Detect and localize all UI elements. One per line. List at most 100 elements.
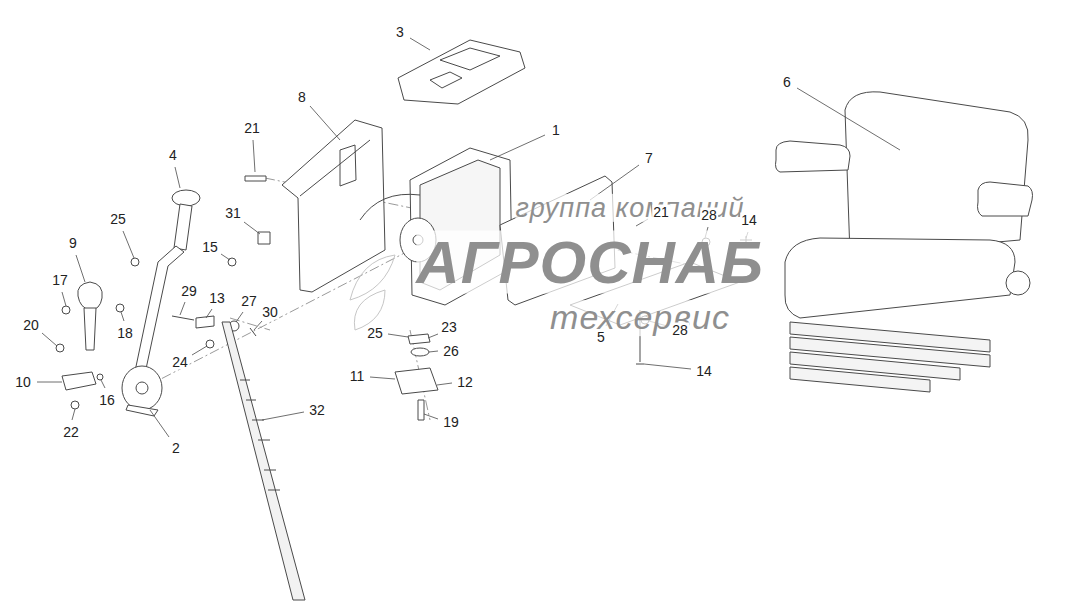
watermark-text: техсервис — [550, 300, 730, 336]
drawing-part — [244, 222, 260, 234]
drawing-part — [236, 312, 243, 322]
drawing-part — [418, 400, 424, 420]
drawing-part — [62, 306, 70, 314]
drawing-part — [790, 322, 990, 392]
drawing-part — [174, 204, 192, 250]
callout-number: 15 — [201, 240, 219, 255]
callout-number: 24 — [171, 355, 189, 370]
drawing-part — [196, 316, 214, 328]
drawing-part — [76, 255, 85, 282]
callout-number: 28 — [700, 208, 718, 223]
callout-number: 2 — [171, 441, 181, 456]
drawing-part — [62, 372, 96, 390]
drawing-part — [56, 344, 64, 352]
callout-number: 8 — [297, 90, 307, 105]
drawing-part — [253, 140, 255, 172]
callout-number: 21 — [652, 205, 670, 220]
drawing-part — [116, 304, 124, 312]
drawing-part — [360, 194, 420, 220]
drawing-part — [122, 366, 162, 410]
callout-number: 3 — [395, 25, 405, 40]
drawing-part — [175, 167, 180, 188]
callout-number: 14 — [740, 213, 758, 228]
drawing-part — [221, 254, 230, 260]
drawing-part — [408, 334, 430, 344]
drawing-part — [350, 255, 395, 330]
drawing-part — [1006, 271, 1030, 295]
callout-number: 28 — [671, 323, 689, 338]
drawing-part — [490, 135, 545, 160]
callout-number: 23 — [440, 320, 458, 335]
callout-number: 16 — [98, 393, 116, 408]
drawing-part — [150, 410, 169, 437]
drawing-part — [192, 346, 207, 355]
callout-number: 32 — [308, 403, 326, 418]
drawing-part — [785, 238, 1015, 318]
callout-number: 29 — [180, 284, 198, 299]
drawing-part — [37, 38, 1033, 600]
drawing-part — [644, 364, 691, 369]
callout-number: 13 — [208, 291, 226, 306]
callout-number: 21 — [243, 121, 261, 136]
drawing-part — [222, 322, 305, 600]
drawing-part — [411, 348, 429, 356]
drawing-part — [78, 282, 103, 310]
drawing-part — [262, 412, 304, 420]
drawing-part — [62, 292, 66, 306]
callout-number: 25 — [109, 212, 127, 227]
callout-number: 18 — [116, 326, 134, 341]
drawing-part — [370, 377, 395, 379]
drawing-part — [437, 383, 452, 385]
callout-number: 4 — [168, 148, 178, 163]
drawing-part — [123, 231, 134, 258]
drawing-part — [130, 245, 420, 395]
callout-number: 9 — [68, 236, 78, 251]
callout-number: 6 — [782, 75, 792, 90]
callout-number: 19 — [442, 415, 460, 430]
callout-number: 7 — [644, 151, 654, 166]
callout-number: 27 — [240, 294, 258, 309]
drawing-part — [206, 340, 214, 348]
callout-number: 12 — [456, 375, 474, 390]
drawing-part — [240, 380, 280, 490]
drawing-part — [845, 92, 1028, 255]
drawing-part — [37, 382, 62, 383]
callout-number: 26 — [442, 344, 460, 359]
drawing-part — [206, 309, 212, 318]
drawing-part — [254, 321, 262, 330]
drawing-part — [71, 401, 79, 409]
drawing-part — [395, 368, 438, 394]
drawing-part — [978, 182, 1033, 216]
callout-number: 20 — [22, 318, 40, 333]
callout-number: 10 — [14, 375, 32, 390]
drawing-part — [300, 140, 370, 196]
drawing-part — [172, 316, 194, 320]
drawing-part — [388, 334, 408, 337]
drawing-part — [97, 374, 103, 380]
callout-number: 5 — [596, 330, 606, 345]
drawing-part — [101, 380, 105, 388]
drawing-part — [430, 48, 500, 88]
drawing-part — [797, 88, 900, 150]
drawing-part — [172, 190, 200, 206]
drawing-part — [310, 106, 340, 140]
drawing-part — [429, 351, 438, 352]
drawing-part — [776, 141, 851, 172]
drawing-part — [428, 334, 438, 338]
drawing-part — [84, 308, 96, 350]
drawing-part — [180, 302, 185, 315]
callout-number: 14 — [695, 364, 713, 379]
watermark-text: АГРОСНАБ — [416, 231, 763, 294]
drawing-part — [245, 176, 266, 181]
callout-number: 25 — [366, 326, 384, 341]
drawing-part — [136, 382, 148, 394]
callout-number: 22 — [62, 425, 80, 440]
drawing-part — [424, 414, 438, 419]
callout-number: 11 — [349, 369, 366, 384]
drawing-part — [398, 40, 525, 104]
drawing-part — [37, 38, 900, 437]
callout-number: 17 — [51, 273, 69, 288]
callout-number: 30 — [261, 305, 279, 320]
